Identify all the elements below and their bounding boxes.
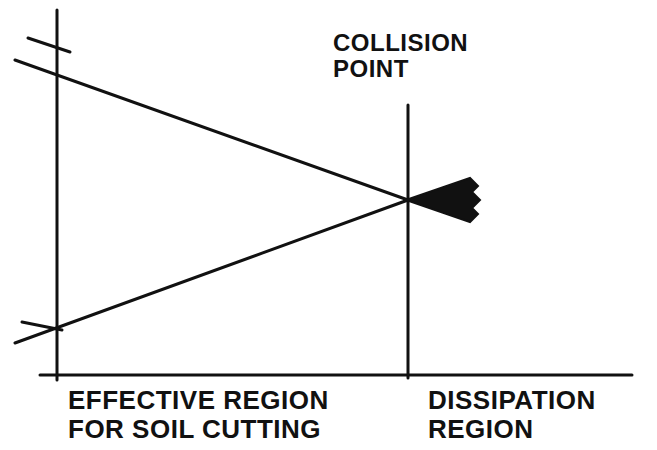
region-label: DISSIPATION REGION bbox=[428, 386, 648, 443]
collision-label: COLLISION POINT bbox=[333, 30, 493, 83]
upper-jet-mark bbox=[28, 38, 70, 52]
left-boundary bbox=[56, 10, 59, 380]
base-line bbox=[40, 374, 632, 377]
collision-line bbox=[407, 105, 410, 378]
dissipation-spray bbox=[406, 178, 480, 222]
lower-jet bbox=[15, 200, 408, 343]
region-label: EFFECTIVE REGION FOR SOIL CUTTING bbox=[68, 386, 378, 443]
lower-jet-mark bbox=[22, 322, 62, 330]
